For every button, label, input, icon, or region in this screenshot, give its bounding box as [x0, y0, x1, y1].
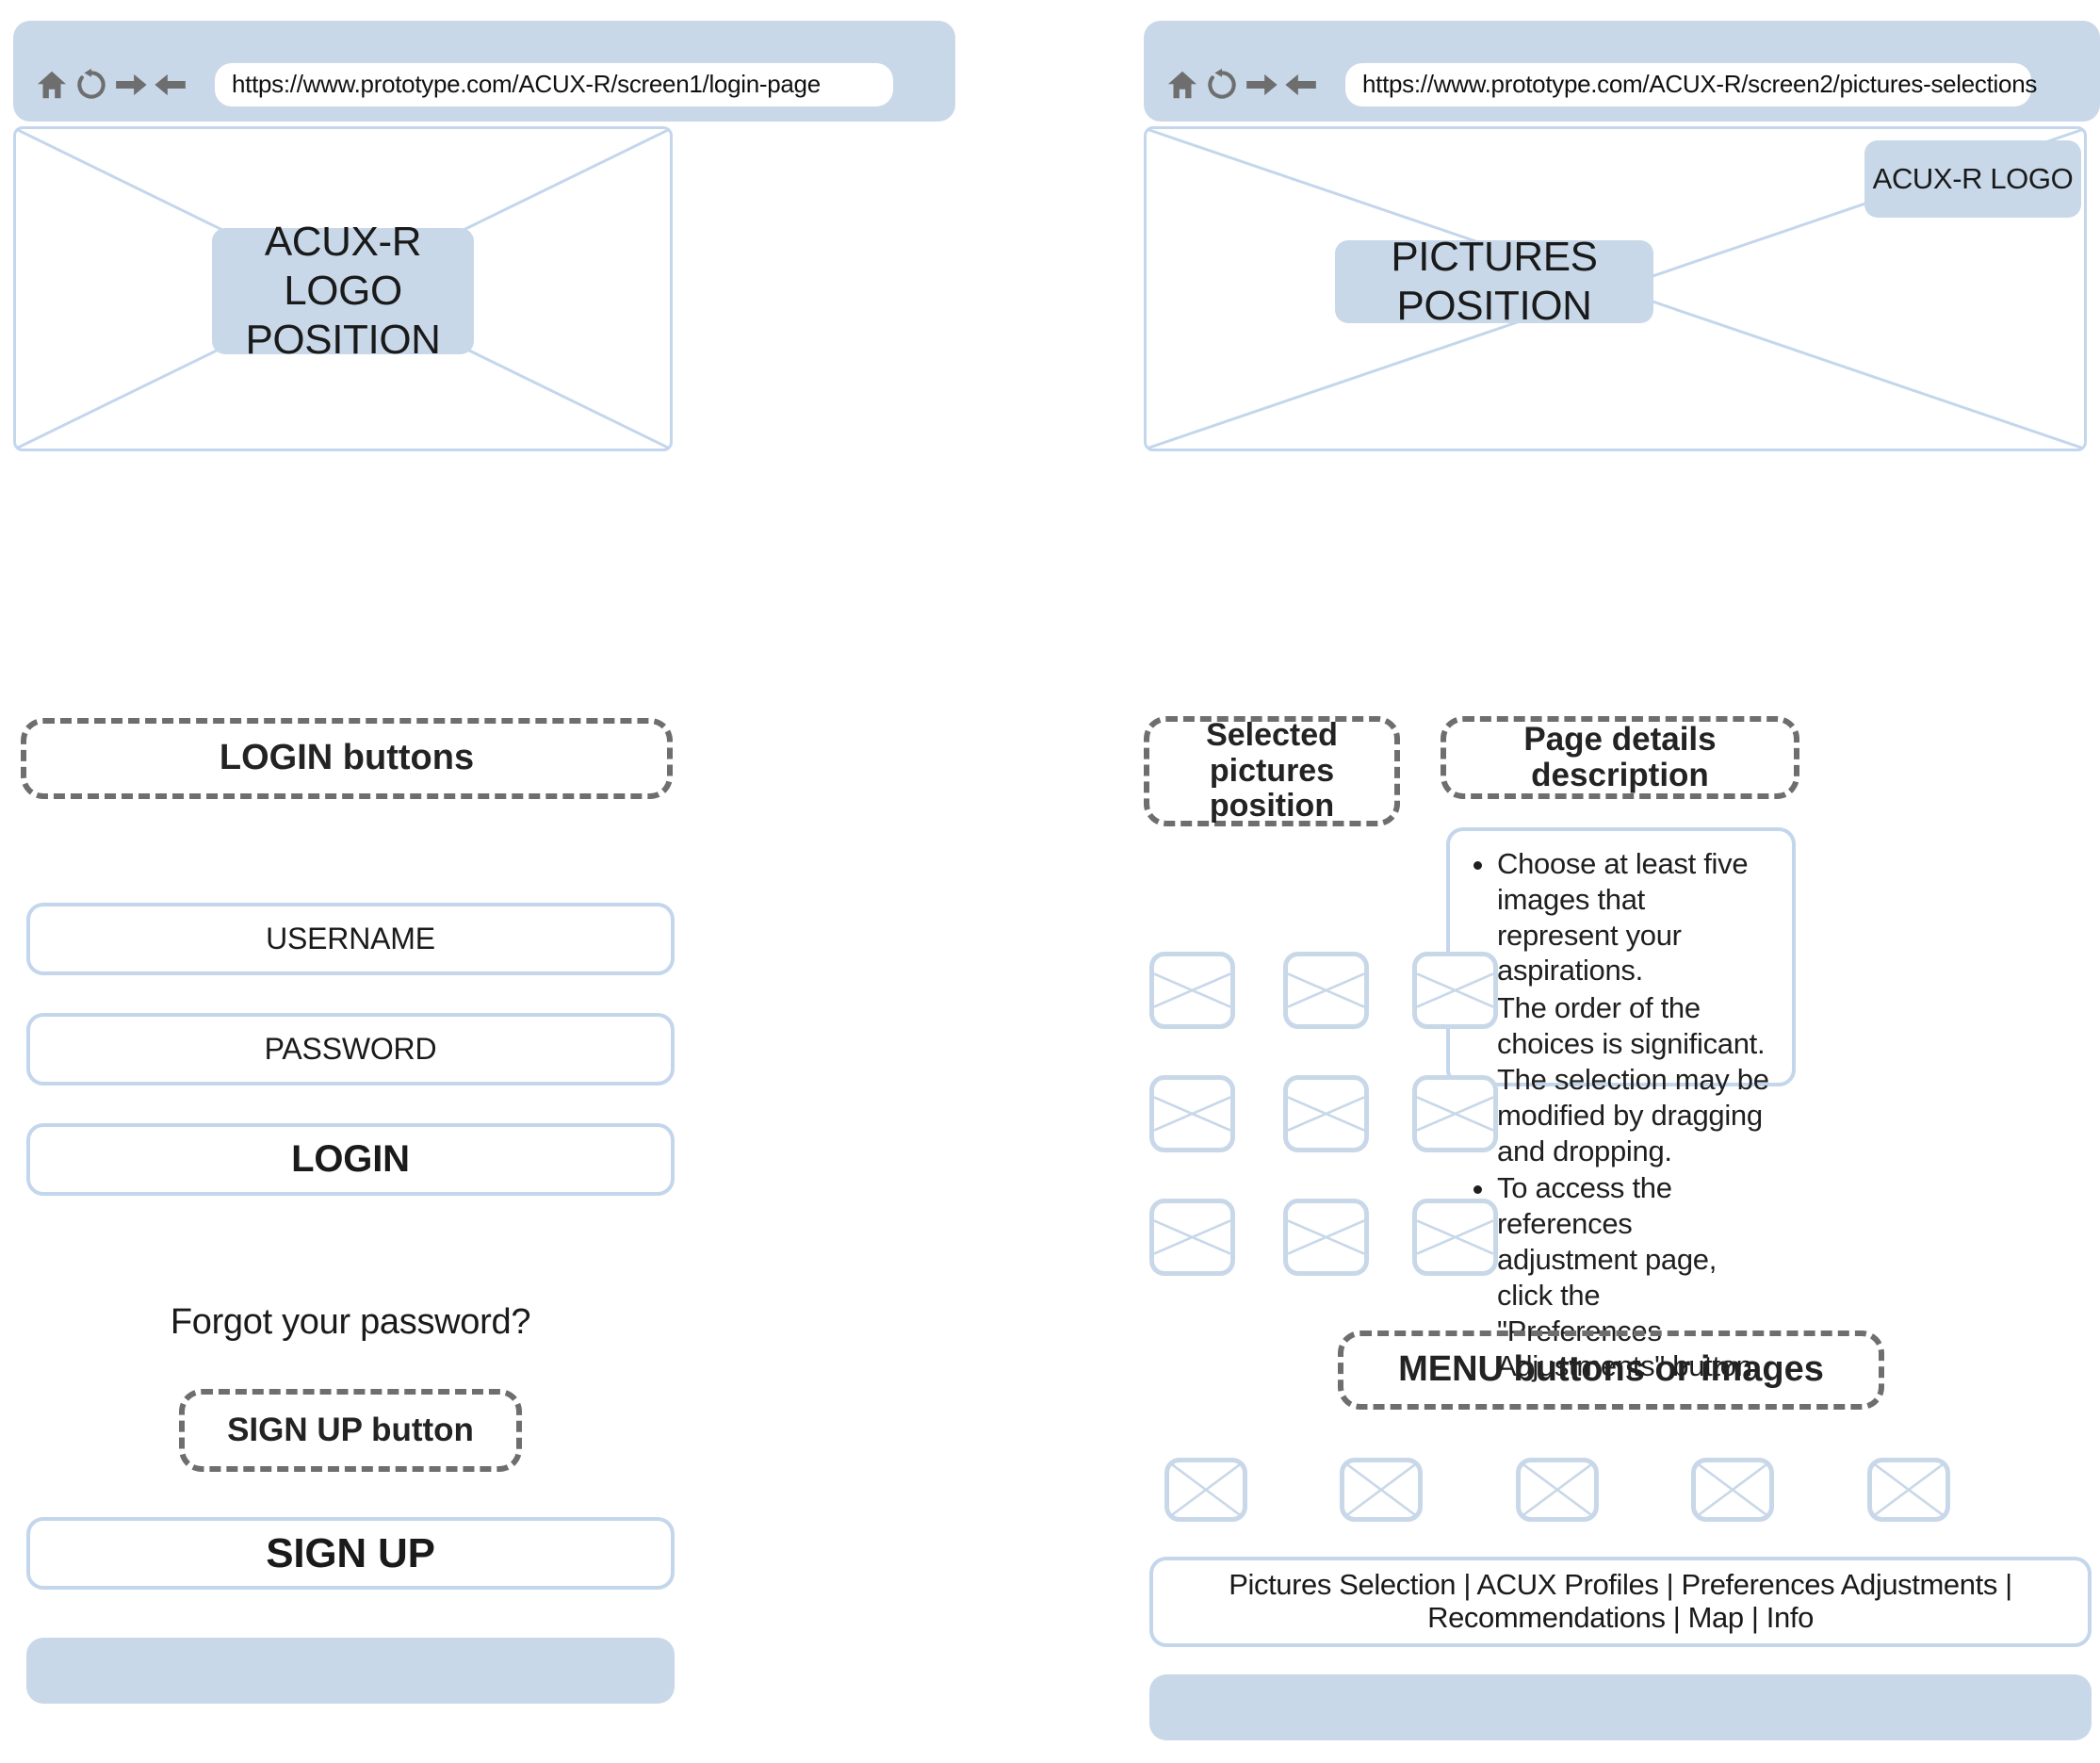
- screen1-url-bar[interactable]: https://www.prototype.com/ACUX-R/screen1…: [215, 62, 893, 106]
- refresh-icon[interactable]: [1204, 67, 1240, 103]
- home-icon[interactable]: [1164, 67, 1200, 103]
- back-arrow-icon[interactable]: [153, 67, 188, 103]
- list-item: The order of the choices is significant.…: [1497, 990, 1771, 1168]
- screen2-pictures-panel: https://www.prototype.com/ACUX-R/screen2…: [1144, 0, 2100, 1763]
- screen2-url-bar[interactable]: https://www.prototype.com/ACUX-R/screen2…: [1345, 62, 2037, 106]
- image-cross-icon: [1154, 1219, 1230, 1255]
- image-cross-icon: [1521, 1462, 1594, 1517]
- back-arrow-icon[interactable]: [1283, 67, 1319, 103]
- selected-thumbnail[interactable]: [1283, 1075, 1369, 1152]
- image-cross-icon: [1872, 1462, 1945, 1517]
- image-cross-icon: [1154, 972, 1230, 1008]
- screen2-pictures-label: PICTURES POSITION: [1335, 234, 1653, 329]
- annotation-login-buttons: LOGIN buttons: [21, 718, 673, 799]
- image-cross-icon: [1288, 1219, 1364, 1255]
- annotation-page-details: Page details description: [1441, 716, 1799, 799]
- screen2-footer-bar: [1149, 1674, 2092, 1740]
- refresh-icon[interactable]: [73, 67, 109, 103]
- selected-thumbnail[interactable]: [1412, 1199, 1498, 1276]
- screen1-logo-image-placeholder: ACUX-R LOGO POSITION: [13, 126, 673, 451]
- selected-thumbnail[interactable]: [1412, 1075, 1498, 1152]
- home-icon[interactable]: [34, 67, 70, 103]
- image-cross-icon: [1417, 1096, 1493, 1132]
- annotation-selected-pictures: Selected pictures position: [1144, 716, 1400, 826]
- menu-item-icon[interactable]: [1164, 1458, 1247, 1522]
- screen2-browser-bar: https://www.prototype.com/ACUX-R/screen2…: [1144, 21, 2100, 122]
- login-button[interactable]: LOGIN: [26, 1123, 675, 1196]
- image-cross-icon: [1288, 1096, 1364, 1132]
- menu-item-icon[interactable]: [1340, 1458, 1423, 1522]
- screen1-browser-bar: https://www.prototype.com/ACUX-R/screen1…: [13, 21, 955, 122]
- annotation-menu-buttons: MENU buttons or images: [1338, 1330, 1884, 1410]
- screen2-pictures-image-placeholder: PICTURES POSITION ACUX-R LOGO: [1144, 126, 2087, 451]
- menu-item-icon[interactable]: [1867, 1458, 1950, 1522]
- screen1-login-panel: https://www.prototype.com/ACUX-R/screen1…: [13, 0, 983, 1763]
- menu-item-icon[interactable]: [1516, 1458, 1599, 1522]
- selected-thumbnail[interactable]: [1283, 952, 1369, 1029]
- image-cross-icon: [1169, 1462, 1243, 1517]
- screen1-logo-label: ACUX-R LOGO POSITION: [212, 219, 474, 363]
- username-input[interactable]: USERNAME: [26, 903, 675, 975]
- selected-thumbnail[interactable]: [1149, 952, 1235, 1029]
- forgot-password-link[interactable]: Forgot your password?: [170, 1302, 531, 1342]
- selected-thumbnail[interactable]: [1149, 1075, 1235, 1152]
- forward-arrow-icon[interactable]: [113, 67, 149, 103]
- selected-thumbnail[interactable]: [1412, 952, 1498, 1029]
- annotation-signup-button: SIGN UP button: [179, 1389, 522, 1472]
- menu-item-icon[interactable]: [1691, 1458, 1774, 1522]
- password-input[interactable]: PASSWORD: [26, 1013, 675, 1086]
- page-details-card: Choose at least five images that represe…: [1446, 827, 1796, 1382]
- image-cross-icon: [1288, 972, 1364, 1008]
- screen2-nav-icons: [1164, 67, 1319, 103]
- footer-navigation-links[interactable]: Pictures Selection | ACUX Profiles | Pre…: [1149, 1557, 2092, 1647]
- screen2-logo-badge: ACUX-R LOGO: [1864, 140, 2081, 218]
- screen1-footer-bar: [26, 1638, 675, 1704]
- screen1-nav-icons: [34, 67, 188, 103]
- image-cross-icon: [1154, 1096, 1230, 1132]
- signup-button[interactable]: SIGN UP: [26, 1517, 675, 1590]
- image-cross-icon: [1344, 1462, 1418, 1517]
- image-cross-icon: [1417, 1219, 1493, 1255]
- image-cross-icon: [1417, 972, 1493, 1008]
- forward-arrow-icon[interactable]: [1244, 67, 1279, 103]
- image-cross-icon: [1696, 1462, 1769, 1517]
- selected-thumbnail[interactable]: [1149, 1199, 1235, 1276]
- page-details-bullet-list: Choose at least five images that represe…: [1459, 846, 1771, 1384]
- list-item: Choose at least five images that represe…: [1497, 846, 1771, 988]
- selected-thumbnail[interactable]: [1283, 1199, 1369, 1276]
